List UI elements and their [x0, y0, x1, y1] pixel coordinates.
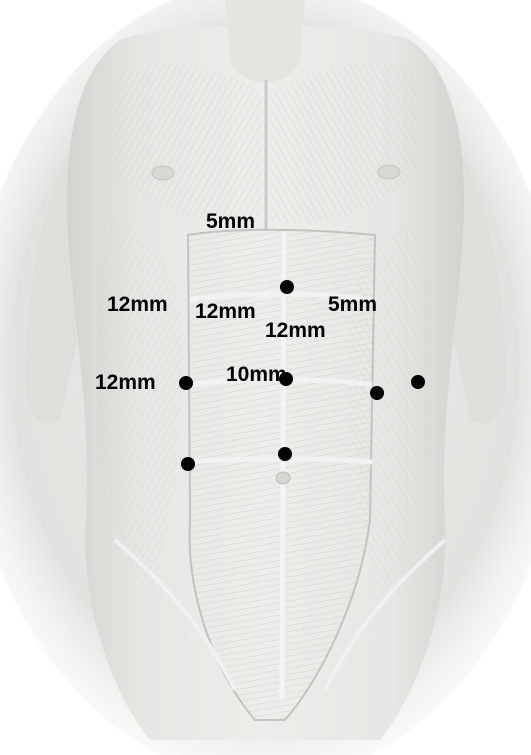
port-marker: [181, 457, 195, 471]
left-nipple: [152, 166, 174, 180]
neck: [225, 0, 305, 83]
port-marker: [280, 280, 294, 294]
label-port-12mm-center-right: 12mm: [265, 320, 326, 341]
port-marker: [278, 447, 292, 461]
label-port-5mm-right: 5mm: [328, 294, 377, 315]
umbilicus: [276, 472, 290, 484]
label-port-12mm-left-lower: 12mm: [95, 372, 156, 393]
linea-alba: [282, 232, 284, 700]
port-marker: [179, 376, 193, 390]
label-port-12mm-center-left: 12mm: [195, 301, 256, 322]
port-marker: [370, 386, 384, 400]
port-marker: [279, 372, 293, 386]
label-port-5mm-upper: 5mm: [206, 211, 255, 232]
port-marker: [411, 375, 425, 389]
label-port-10mm: 10mm: [226, 364, 287, 385]
label-port-12mm-left-upper: 12mm: [107, 294, 168, 315]
right-nipple: [378, 165, 400, 179]
